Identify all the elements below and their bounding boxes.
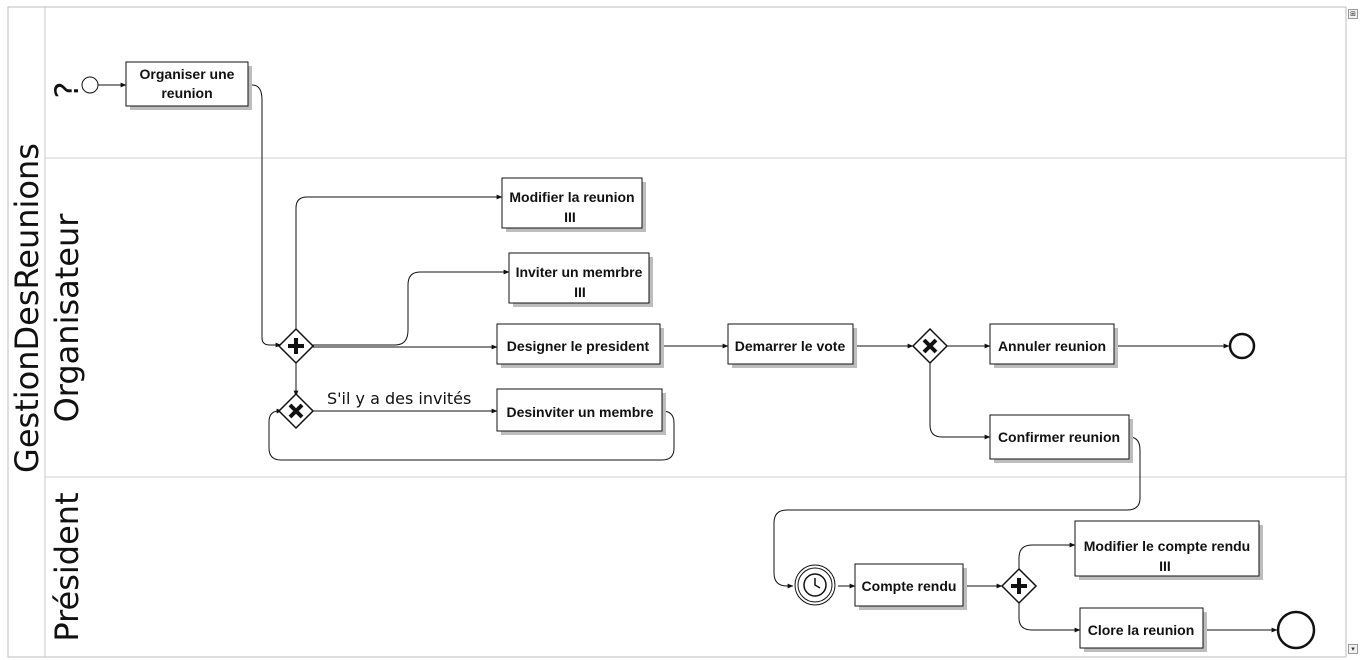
plus-gateway-icon[interactable]: [1000, 567, 1038, 605]
chevron-down-icon: ▾: [1351, 645, 1355, 653]
multi-instance-marker-icon: III: [1159, 558, 1171, 574]
task-demarrer-vote[interactable]: Demarrer le vote: [727, 323, 857, 368]
flow-gateway-to-clore: [1018, 603, 1081, 633]
lane-title-organisateur: Organisateur: [48, 213, 86, 423]
flow-organiser-to-gateway: [251, 84, 282, 348]
task-organiser-label-1: Organiser une: [140, 66, 235, 82]
x-gateway-icon[interactable]: [277, 392, 315, 430]
flow-gateway-to-modifier-cr: [1018, 542, 1076, 570]
task-modifier-reunion[interactable]: Modifier la reunion III: [501, 177, 646, 232]
task-organiser-reunion[interactable]: Organiser une reunion: [125, 61, 252, 110]
pool-title: GestionDesReunions: [8, 143, 46, 473]
expand-icon: ⊞: [1350, 10, 1356, 18]
task-modifier-compte-rendu[interactable]: Modifier le compte rendu III: [1074, 520, 1263, 580]
flow-desinviter-loop: [268, 408, 675, 461]
task-compte-rendu-label: Compte rendu: [862, 578, 957, 594]
task-annuler-label: Annuler reunion: [998, 338, 1106, 354]
task-modifier-cr-label: Modifier le compte rendu: [1084, 538, 1250, 554]
task-clore-label: Clore la reunion: [1088, 622, 1195, 638]
task-compte-rendu[interactable]: Compte rendu: [854, 563, 967, 610]
flow-confirmer-to-timer: [773, 436, 1141, 589]
task-confirmer-reunion[interactable]: Confirmer reunion: [989, 414, 1133, 463]
task-desinviter-membre[interactable]: Desinviter un membre: [496, 388, 666, 435]
task-modifier-reunion-label: Modifier la reunion: [509, 189, 634, 205]
task-organiser-label-2: reunion: [161, 85, 212, 101]
scroll-down-button[interactable]: ▾: [1348, 644, 1358, 654]
task-demarrer-vote-label: Demarrer le vote: [735, 338, 846, 354]
start-event[interactable]: [81, 76, 99, 94]
scroll-corner-button[interactable]: ⊞: [1348, 9, 1358, 19]
multi-instance-marker-icon: III: [564, 209, 576, 225]
lane-title-unknown: ?: [48, 82, 86, 99]
circle-end-icon[interactable]: [1228, 332, 1256, 360]
x-gateway-icon[interactable]: [911, 327, 949, 365]
task-desinviter-label: Desinviter un membre: [506, 404, 653, 420]
task-annuler-reunion[interactable]: Annuler reunion: [989, 323, 1118, 368]
task-inviter-membre[interactable]: Inviter un memrbre III: [508, 252, 653, 307]
multi-instance-marker-icon: III: [574, 284, 586, 300]
task-clore-reunion[interactable]: Clore la reunion: [1079, 607, 1207, 652]
clock-icon[interactable]: [794, 564, 836, 606]
task-inviter-label: Inviter un memrbre: [516, 264, 643, 280]
condition-annotation: S'il y a des invités: [327, 389, 471, 408]
task-designer-label: Designer le president: [507, 338, 650, 354]
flow-gateway-to-modifier: [295, 194, 503, 330]
plus-gateway-icon[interactable]: [277, 327, 315, 365]
flow-xor-to-confirmer: [929, 363, 991, 440]
flow-gateway-to-inviter: [310, 269, 510, 346]
lane-title-president: Président: [48, 492, 86, 641]
circle-end-icon[interactable]: [1276, 610, 1316, 650]
sequence-flows: [98, 82, 1278, 633]
task-confirmer-label: Confirmer reunion: [998, 429, 1120, 445]
task-designer-president[interactable]: Designer le president: [496, 323, 664, 368]
